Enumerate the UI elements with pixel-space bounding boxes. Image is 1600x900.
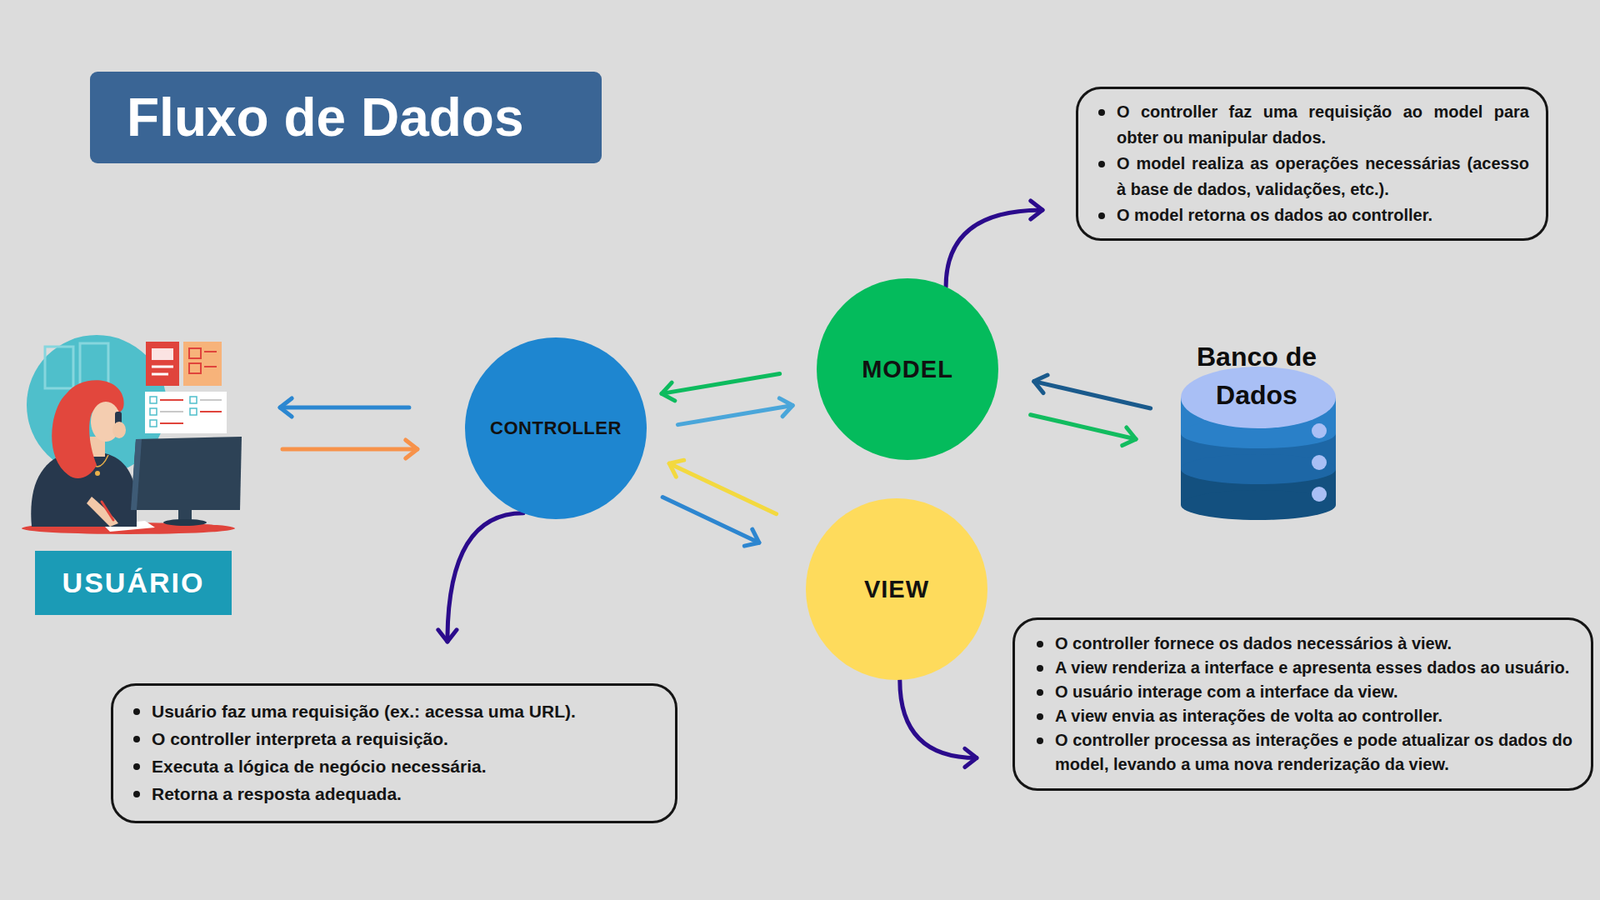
arrow-head — [405, 440, 418, 459]
bullet-text: Retorna a resposta adequada. — [128, 780, 659, 808]
checkbox — [150, 408, 157, 415]
bullet-text: A view envia as interações de volta ao c… — [1031, 704, 1573, 729]
circle-fill — [805, 498, 988, 680]
arrow-head — [965, 748, 977, 767]
circle-fill — [816, 278, 999, 460]
component-label: MODEL — [861, 355, 954, 384]
user-label: USUÁRIO — [35, 550, 232, 615]
arrow-head — [669, 460, 685, 477]
checkbox — [190, 408, 197, 415]
cylinder-dot — [1311, 455, 1327, 470]
bullet-text: O controller faz uma requisição ao model… — [1093, 99, 1530, 151]
pen — [101, 501, 114, 520]
flow-arrow — [900, 680, 977, 768]
arrow-head — [779, 398, 793, 417]
bullet-text: O controller processa as interações e po… — [1031, 728, 1573, 777]
necklace-pendant — [95, 470, 100, 476]
arrow-line — [447, 513, 524, 642]
arrow-head — [1030, 200, 1043, 220]
check-line — [200, 410, 222, 413]
poster-detail — [204, 350, 217, 353]
database-label: Banco de Dados — [1190, 337, 1324, 415]
cylinder-band — [1180, 454, 1336, 485]
title-banner: Fluxo de Dados — [90, 71, 602, 164]
woman-hand — [112, 421, 126, 439]
poster-detail — [189, 363, 201, 374]
title-text: Fluxo de Dados — [126, 71, 602, 164]
flow-arrow — [1034, 375, 1151, 409]
flow-arrow — [662, 497, 760, 547]
component-circle: MODEL — [816, 278, 999, 460]
circle-fill — [465, 337, 647, 520]
flow-arrow — [677, 398, 793, 425]
monitor — [130, 436, 242, 510]
cylinder-dot — [1311, 486, 1327, 502]
flow-arrow — [661, 374, 780, 401]
poster-detail — [151, 373, 169, 376]
window-frame — [45, 346, 74, 389]
check-line — [200, 399, 222, 401]
flow-arrow — [438, 513, 524, 642]
checkbox — [150, 396, 157, 404]
callout-box: O controller fornece os dados necessário… — [1012, 617, 1594, 791]
bullet-text: Usuário faz uma requisição (ex.: acessa … — [128, 697, 659, 725]
arrow-head — [1122, 427, 1136, 446]
check-line — [160, 399, 184, 401]
callout-box: Usuário faz uma requisição (ex.: acessa … — [110, 683, 678, 824]
poster-orange — [183, 341, 222, 386]
flow-arrow — [280, 398, 410, 417]
arrow-line — [1034, 381, 1151, 409]
check-line — [160, 410, 184, 413]
poster-detail — [151, 365, 174, 369]
database-cylinder: Banco de Dados — [1170, 337, 1343, 523]
bullet-text: A view renderiza a interface e apresenta… — [1031, 655, 1573, 680]
bullet-text: Executa a lógica de negócio necessária. — [128, 752, 659, 780]
monitor-base — [163, 519, 207, 526]
component-label: VIEW — [864, 575, 930, 604]
flow-arrow — [282, 440, 418, 459]
bullet-text: O model retorna os dados ao controller. — [1093, 202, 1530, 229]
user-box: USUÁRIO — [20, 331, 247, 615]
checkbox — [190, 396, 197, 404]
arrow-head — [280, 398, 292, 417]
arrow-line — [661, 374, 780, 395]
component-circle: VIEW — [805, 498, 988, 680]
arrow-line — [282, 447, 418, 452]
arrow-head — [1034, 375, 1048, 394]
woman-arm — [86, 496, 119, 527]
checkbox — [150, 420, 157, 427]
bullet-text: O model realiza as operações necessárias… — [1093, 150, 1530, 203]
arrow-line — [1030, 415, 1136, 440]
bullet-text: O controller interpreta a requisição. — [128, 725, 659, 753]
component-circle: CONTROLLER — [465, 337, 647, 520]
illustration-group — [21, 335, 242, 535]
poster-detail — [189, 348, 201, 359]
arrow-line — [280, 405, 410, 410]
arrow-head — [744, 529, 760, 546]
flow-arrow — [945, 200, 1043, 287]
bullet-text: O usuário interage com a interface da vi… — [1031, 680, 1573, 705]
arrow-line — [945, 210, 1043, 287]
monitor-edge — [130, 439, 142, 510]
component-label: CONTROLLER — [490, 417, 622, 440]
arrow-line — [662, 497, 760, 544]
flow-arrow — [1030, 415, 1136, 446]
callout-box: O controller faz uma requisição ao model… — [1075, 86, 1549, 241]
arrow-line — [677, 405, 793, 425]
arrow-head — [438, 630, 457, 642]
bullet-text: O controller fornece os dados necessário… — [1031, 631, 1573, 656]
poster-red — [145, 341, 180, 386]
check-line — [160, 422, 184, 425]
arrow-line — [900, 680, 977, 759]
checklist-board — [145, 391, 227, 434]
poster-detail — [151, 348, 174, 360]
poster-detail — [204, 365, 217, 368]
cylinder-dot — [1311, 423, 1327, 439]
arrow-head — [661, 382, 675, 401]
